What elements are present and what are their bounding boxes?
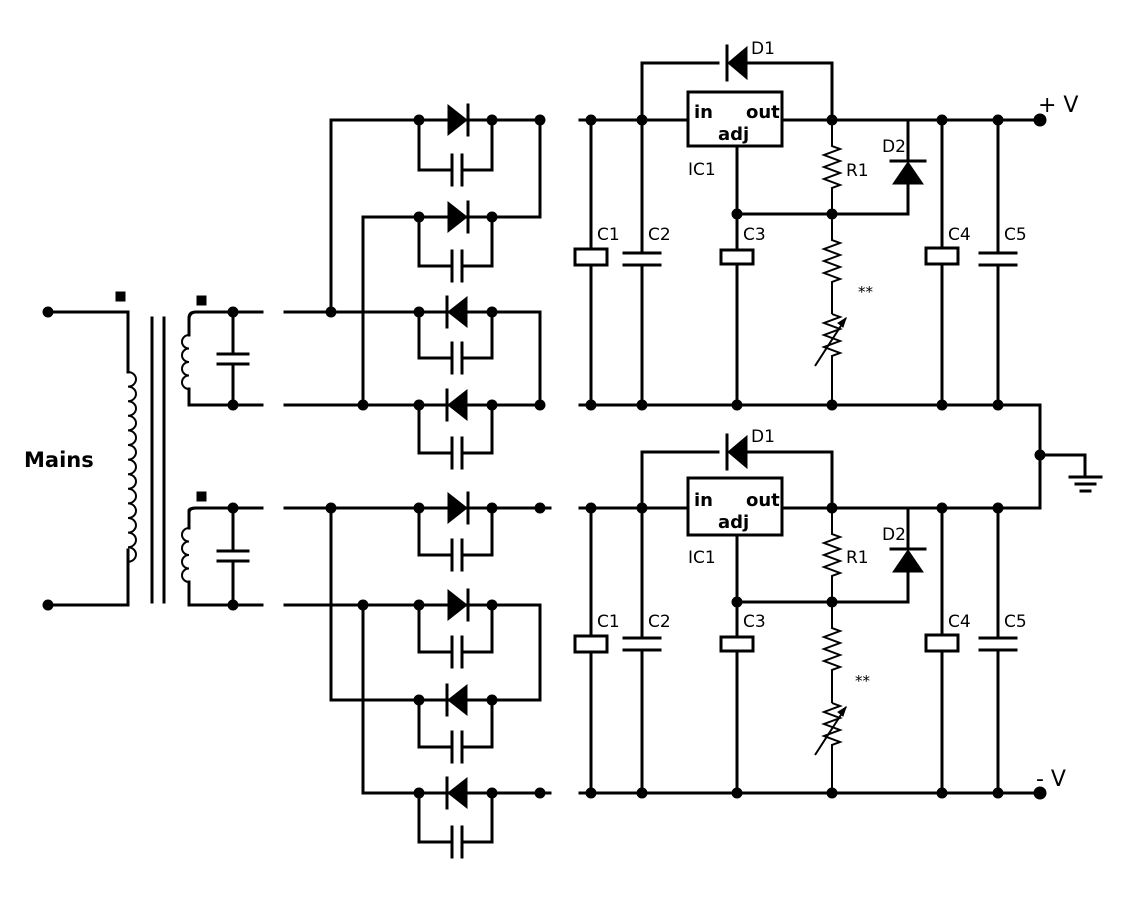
rectifier-diode [447,200,468,234]
ic1-label: IC1 [688,160,716,180]
d2-label: D2 [882,137,906,157]
upper-regulator: D1 in out adj IC1 C1 C2 C3 R1 ** D2 [573,39,1078,411]
polarity-dot [196,295,207,306]
ic-adj-pin: adj [718,124,749,145]
r1-label: R1 [846,548,869,568]
c1-electrolytic [573,247,609,267]
negative-voltage-label: - V [1036,767,1066,792]
capacitor [216,310,250,407]
rectifier-diode [447,588,468,622]
note-asterisks: ** [855,672,871,690]
ic-in-pin: in [694,102,713,123]
positive-voltage-label: + V [1038,93,1078,118]
ic1-regulator [686,476,784,537]
c4-electrolytic [924,246,960,266]
d1-diode [727,434,748,470]
fixed-resistor [821,602,843,703]
rectifier-diode [447,776,468,810]
secondary-winding [181,527,190,583]
d2-label: D2 [882,525,906,545]
c2-capacitor [622,118,662,407]
c2-label: C2 [648,225,671,245]
ic-in-pin: in [694,490,713,511]
note-asterisks: ** [858,283,874,301]
r1-label: R1 [846,161,869,181]
trimmer-resistor [821,702,843,793]
c4-label: C4 [948,612,971,632]
c1-electrolytic [573,634,609,654]
snubber-capacitor [450,635,464,669]
c5-label: C5 [1004,612,1027,632]
snubber-capacitor [450,538,464,572]
ground-symbol [1068,475,1103,493]
c5-capacitor [978,118,1018,407]
polarity-dot [115,291,126,302]
r1-resistor [821,120,843,214]
c2-label: C2 [648,612,671,632]
rectifier-diode [447,683,468,717]
fixed-resistor [821,214,843,314]
c1-label: C1 [597,612,620,632]
d1-label: D1 [751,39,775,59]
c3-electrolytic [719,635,755,653]
c4-label: C4 [948,225,971,245]
snubber-capacitor [450,249,464,283]
r1-resistor [821,508,843,602]
c1-label: C1 [597,225,620,245]
c2-capacitor [622,506,662,795]
negative-output-terminal [1033,786,1047,800]
rectifier-diode [447,388,468,422]
snubber-capacitor [450,436,464,470]
positive-output-terminal [1033,113,1047,127]
transformer [115,291,264,611]
ic1-regulator [686,90,784,148]
c3-electrolytic [719,248,755,266]
lower-bridge-rectifier [283,491,552,859]
snubber-capacitor [450,825,464,859]
ic-adj-pin: adj [718,512,749,533]
d2-diode [892,549,924,573]
c3-label: C3 [743,225,766,245]
d1-diode [727,45,748,81]
c5-capacitor [978,506,1018,795]
lower-regulator: D1 in out adj IC1 C1 C2 C3 R1 ** D2 [573,427,1066,800]
c3-label: C3 [743,612,766,632]
trimmer-resistor [821,313,843,405]
d2-diode [892,161,924,185]
upper-bridge-rectifier [283,103,546,470]
polarity-dot [196,491,207,502]
ground-node [1034,403,1103,510]
capacitor [216,506,250,607]
rectifier-diode [447,295,468,329]
snubber-capacitor [450,730,464,764]
mains-input: Mains [24,306,130,611]
primary-winding [127,371,137,563]
secondary-winding [181,334,190,390]
c5-label: C5 [1004,225,1027,245]
rectifier-diode [447,103,468,137]
ic1-label: IC1 [688,548,716,568]
ic-out-pin: out [746,102,780,123]
d1-label: D1 [751,427,775,447]
c4-electrolytic [924,633,960,653]
mains-label: Mains [24,448,94,472]
snubber-capacitor [450,153,464,187]
ic-out-pin: out [746,490,780,511]
rectifier-diode [447,491,468,525]
snubber-capacitor [450,341,464,375]
